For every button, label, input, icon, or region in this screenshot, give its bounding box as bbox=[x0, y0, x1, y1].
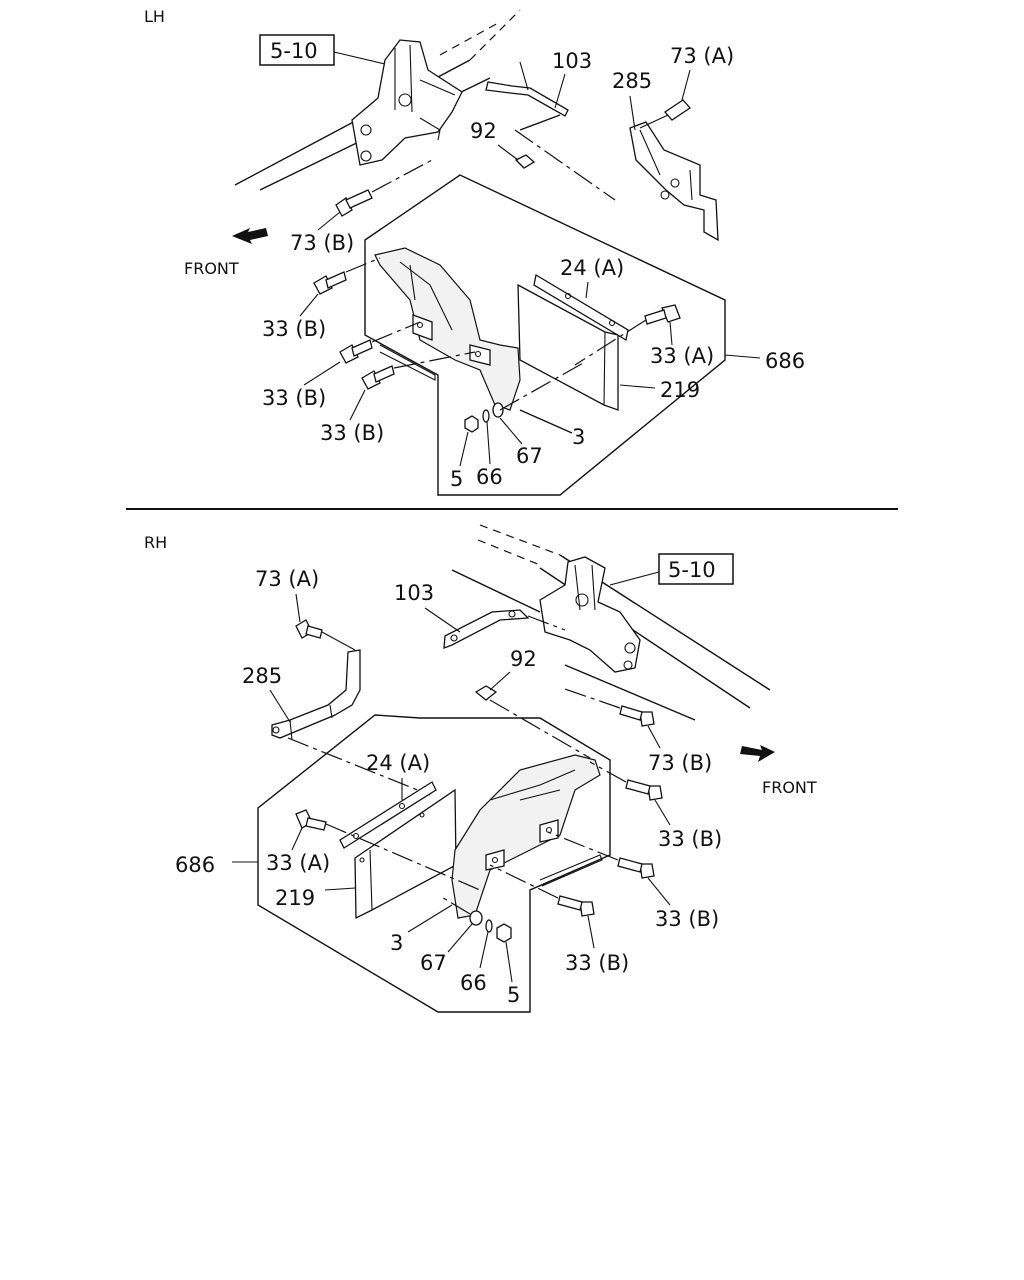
lh-label-686: 686 bbox=[765, 349, 805, 373]
section-lh: LH 5-10 103 bbox=[144, 7, 805, 496]
lh-bolt-33b-low: 33 (B) bbox=[320, 344, 476, 445]
rh-label-92: 92 bbox=[510, 647, 537, 671]
lh-bracket-103: 103 bbox=[485, 49, 616, 201]
lh-label-73b: 73 (B) bbox=[290, 231, 354, 255]
rh-front-label: FRONT bbox=[762, 778, 817, 797]
rh-label-219: 219 bbox=[275, 886, 315, 910]
lh-front-label: FRONT bbox=[184, 259, 239, 278]
rh-mudguard-3: 3 bbox=[390, 754, 601, 955]
lh-label-66: 66 bbox=[476, 465, 503, 489]
rh-hardware: 67 66 5 bbox=[420, 895, 520, 1007]
rh-bracket-285: 73 (A) 285 bbox=[242, 567, 431, 796]
rh-bolt-73b: 73 (B) bbox=[561, 687, 712, 775]
rh-label-33b-2: 33 (B) bbox=[655, 907, 719, 931]
section-rh-heading: RH bbox=[144, 533, 167, 552]
section-lh-heading: LH bbox=[144, 7, 165, 26]
lh-frame-bracket bbox=[351, 39, 463, 166]
lh-label-219: 219 bbox=[660, 378, 700, 402]
rh-label-285: 285 bbox=[242, 664, 282, 688]
lh-front-arrow: FRONT bbox=[184, 228, 268, 278]
rh-front-arrow: FRONT bbox=[740, 745, 817, 797]
lh-label-33a: 33 (A) bbox=[650, 344, 714, 368]
lh-ref-box-label: 5-10 bbox=[270, 39, 318, 63]
rh-bolt-33a: 33 (A) bbox=[266, 809, 481, 891]
lh-label-24a: 24 (A) bbox=[560, 256, 624, 280]
lh-bracket-285: 285 73 (A) bbox=[612, 44, 734, 242]
lh-ref-box: 5-10 bbox=[259, 34, 386, 66]
rh-label-73b: 73 (B) bbox=[648, 751, 712, 775]
lh-label-73a: 73 (A) bbox=[670, 44, 734, 68]
lh-label-33b-2: 33 (B) bbox=[262, 386, 326, 410]
lh-bolt-33a: 33 (A) bbox=[574, 304, 714, 368]
lh-bolt-33b-top: 33 (B) bbox=[262, 257, 381, 341]
rh-ref-box-label: 5-10 bbox=[668, 558, 716, 582]
rh-flap-219: 219 bbox=[275, 788, 457, 920]
section-rh: RH 5-10 bbox=[144, 524, 817, 1013]
rh-label-33b-3: 33 (B) bbox=[565, 951, 629, 975]
rh-bolt-33b-mid: 33 (B) bbox=[547, 831, 719, 931]
rh-label-33a: 33 (A) bbox=[266, 851, 330, 875]
rh-label-103: 103 bbox=[394, 581, 434, 605]
lh-flap-219: 219 bbox=[517, 283, 700, 411]
rh-clip-92: 92 bbox=[474, 647, 591, 759]
rh-ref-box: 5-10 bbox=[609, 553, 734, 586]
rh-frame-bracket bbox=[539, 556, 641, 673]
lh-clip-92: 92 bbox=[470, 119, 536, 169]
rh-label-3: 3 bbox=[390, 931, 403, 955]
rh-label-5: 5 bbox=[507, 983, 520, 1007]
rh-label-33b-1: 33 (B) bbox=[658, 827, 722, 851]
rh-label-686: 686 bbox=[175, 853, 215, 877]
lh-hardware: 5 66 67 bbox=[450, 361, 586, 491]
lh-label-33b-3: 33 (B) bbox=[320, 421, 384, 445]
lh-assembly-outline: 686 bbox=[364, 174, 805, 496]
rh-label-24a: 24 (A) bbox=[366, 751, 430, 775]
lh-label-3: 3 bbox=[572, 425, 585, 449]
rh-bracket-103: 103 bbox=[394, 581, 566, 649]
lh-mudguard-3: 3 bbox=[374, 247, 585, 449]
rh-bolt-33b-top: 33 (B) bbox=[589, 761, 722, 851]
lh-label-285: 285 bbox=[612, 69, 652, 93]
lh-bolt-73b: 73 (B) bbox=[290, 159, 433, 255]
lh-bolt-33b-mid: 33 (B) bbox=[262, 321, 421, 410]
lh-label-67: 67 bbox=[516, 444, 543, 468]
rh-label-66: 66 bbox=[460, 971, 487, 995]
rh-plate-24a: 24 (A) bbox=[339, 751, 437, 849]
lh-label-92: 92 bbox=[470, 119, 497, 143]
lh-label-33b-1: 33 (B) bbox=[262, 317, 326, 341]
lh-label-5: 5 bbox=[450, 467, 463, 491]
lh-label-103: 103 bbox=[552, 49, 592, 73]
rh-assembly-outline: 686 bbox=[175, 714, 611, 1013]
rh-label-67: 67 bbox=[420, 951, 447, 975]
lh-plate-24a: 24 (A) bbox=[533, 256, 629, 342]
rh-label-73a: 73 (A) bbox=[255, 567, 319, 591]
rh-bolt-33b-low: 33 (B) bbox=[489, 854, 629, 975]
